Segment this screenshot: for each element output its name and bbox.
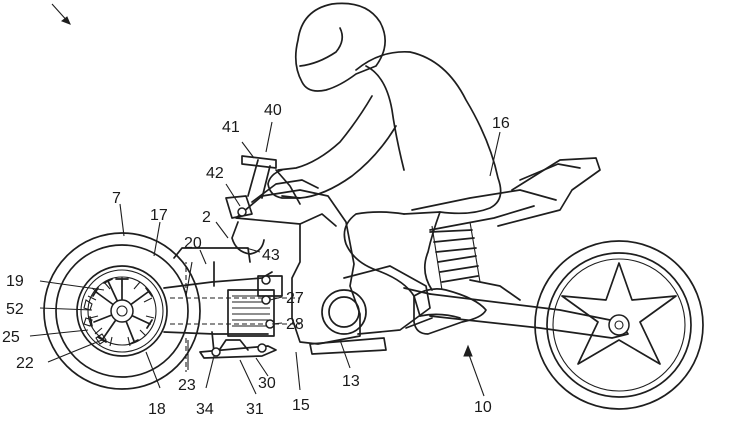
rear-shock-spring bbox=[429, 221, 481, 291]
label-7: 7 bbox=[112, 190, 121, 207]
front-hub-motor bbox=[83, 277, 155, 347]
label-2: 2 bbox=[202, 209, 211, 226]
label-43: 43 bbox=[262, 247, 280, 264]
label-19: 19 bbox=[6, 273, 24, 290]
label-30: 30 bbox=[258, 375, 276, 392]
label-17: 17 bbox=[150, 207, 168, 224]
label-15: 15 bbox=[292, 397, 310, 414]
label-28: 28 bbox=[286, 316, 304, 333]
reference-numerals: 7 17 2 20 19 52 25 22 23 18 34 31 30 15 … bbox=[2, 102, 510, 418]
leader-lines bbox=[29, 121, 501, 397]
front-suspension-linkage bbox=[163, 247, 300, 372]
label-34: 34 bbox=[196, 401, 214, 416]
label-16: 16 bbox=[492, 115, 510, 132]
label-31: 31 bbox=[246, 401, 264, 416]
corner-arrow bbox=[51, 3, 71, 25]
label-52: 52 bbox=[6, 301, 24, 318]
label-22: 22 bbox=[16, 355, 34, 372]
label-18: 18 bbox=[148, 401, 166, 416]
rear-wheel bbox=[534, 240, 704, 410]
rider bbox=[267, 2, 502, 335]
frame bbox=[235, 157, 629, 355]
label-10: 10 bbox=[474, 399, 492, 416]
label-40: 40 bbox=[264, 102, 282, 119]
label-25: 25 bbox=[2, 329, 20, 346]
label-20: 20 bbox=[184, 235, 202, 252]
label-42: 42 bbox=[206, 165, 224, 182]
handlebar-assembly bbox=[225, 155, 301, 255]
label-23: 23 bbox=[178, 377, 196, 394]
label-13: 13 bbox=[342, 373, 360, 390]
label-27: 27 bbox=[286, 290, 304, 307]
label-41: 41 bbox=[222, 119, 240, 136]
front-wheel bbox=[43, 232, 201, 390]
